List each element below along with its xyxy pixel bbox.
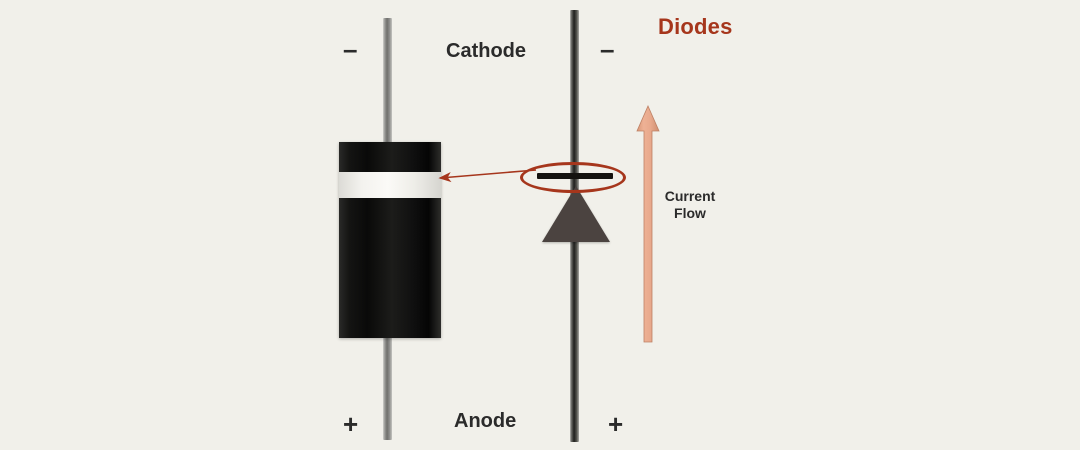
anode-label: Anode: [454, 410, 517, 432]
cathode-label: Cathode: [446, 40, 526, 62]
current-flow-label-line2: Flow: [674, 205, 706, 221]
diode-schematic-symbol-icon: [542, 186, 610, 242]
plus-sign-right: +: [608, 409, 624, 439]
current-flow-label: Current Flow: [648, 188, 732, 222]
minus-sign-left: –: [343, 34, 358, 64]
current-flow-label-line1: Current: [664, 188, 716, 204]
cathode-band-stripe: [339, 172, 441, 198]
minus-sign-right: –: [600, 34, 615, 64]
page-title: Diodes: [658, 14, 733, 39]
plus-sign-left: +: [343, 409, 359, 439]
highlight-ellipse-icon: [520, 162, 626, 193]
current-flow-arrow-up-icon: [636, 105, 660, 343]
callout-arrow-left-icon: [438, 169, 537, 183]
